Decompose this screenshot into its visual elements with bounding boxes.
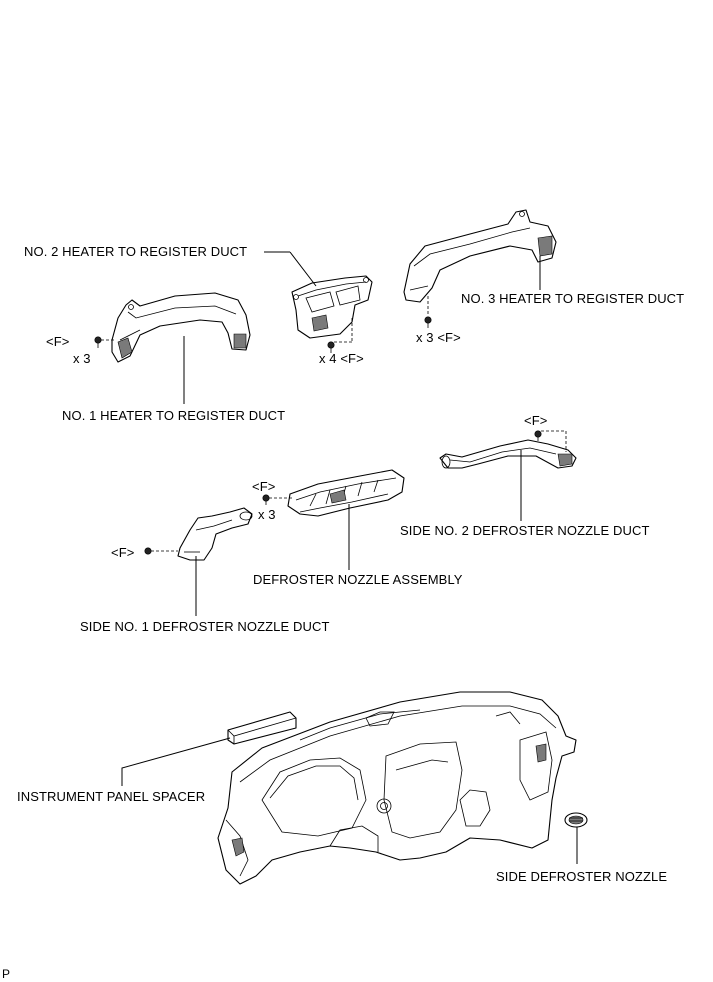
no3-heater-duct-part (403, 209, 557, 303)
no3-heater-duct-label: NO. 3 HEATER TO REGISTER DUCT (461, 291, 685, 306)
side-defroster-nozzle-part (564, 812, 588, 828)
side-no1-defroster-duct-label: SIDE NO. 1 DEFROSTER NOZZLE DUCT (80, 619, 330, 634)
side-no2-defroster-duct-label: SIDE NO. 2 DEFROSTER NOZZLE DUCT (400, 523, 650, 538)
no1-clip-label: <F> (46, 334, 70, 349)
no1-clip-icon (94, 336, 115, 348)
defroster-qty-label: x 3 (258, 507, 276, 522)
defroster-clip-icon (262, 494, 292, 505)
side2-clip-icon (534, 430, 567, 452)
side1-clip-icon (144, 547, 178, 555)
side-defroster-nozzle-label: SIDE DEFROSTER NOZZLE (496, 869, 668, 884)
side-no2-defroster-duct-part (439, 439, 577, 469)
no1-heater-duct-part (111, 292, 251, 363)
side2-clip-label: <F> (524, 413, 548, 428)
side1-clip-label: <F> (111, 545, 135, 560)
instrument-panel-part (217, 691, 577, 885)
instrument-panel-spacer-part (227, 711, 297, 745)
instrument-panel-spacer-label: INSTRUMENT PANEL SPACER (17, 789, 206, 804)
no2-heater-duct-label: NO. 2 HEATER TO REGISTER DUCT (24, 244, 248, 259)
no2-heater-duct-part (291, 275, 373, 339)
no3-clip-icon (424, 296, 432, 328)
no3-qty-clip-label: x 3 <F> (416, 330, 461, 345)
no1-qty-label: x 3 (73, 351, 91, 366)
defroster-nozzle-assembly-part (287, 469, 405, 517)
defroster-clip-label: <F> (252, 479, 276, 494)
footer-code: P (2, 967, 11, 981)
defroster-nozzle-assembly-label: DEFROSTER NOZZLE ASSEMBLY (253, 572, 463, 587)
no2-clip-icon (327, 318, 353, 353)
no2-qty-clip-label: x 4 <F> (319, 351, 364, 366)
side-no1-defroster-duct-part (177, 507, 253, 561)
no1-heater-duct-label: NO. 1 HEATER TO REGISTER DUCT (62, 408, 286, 423)
